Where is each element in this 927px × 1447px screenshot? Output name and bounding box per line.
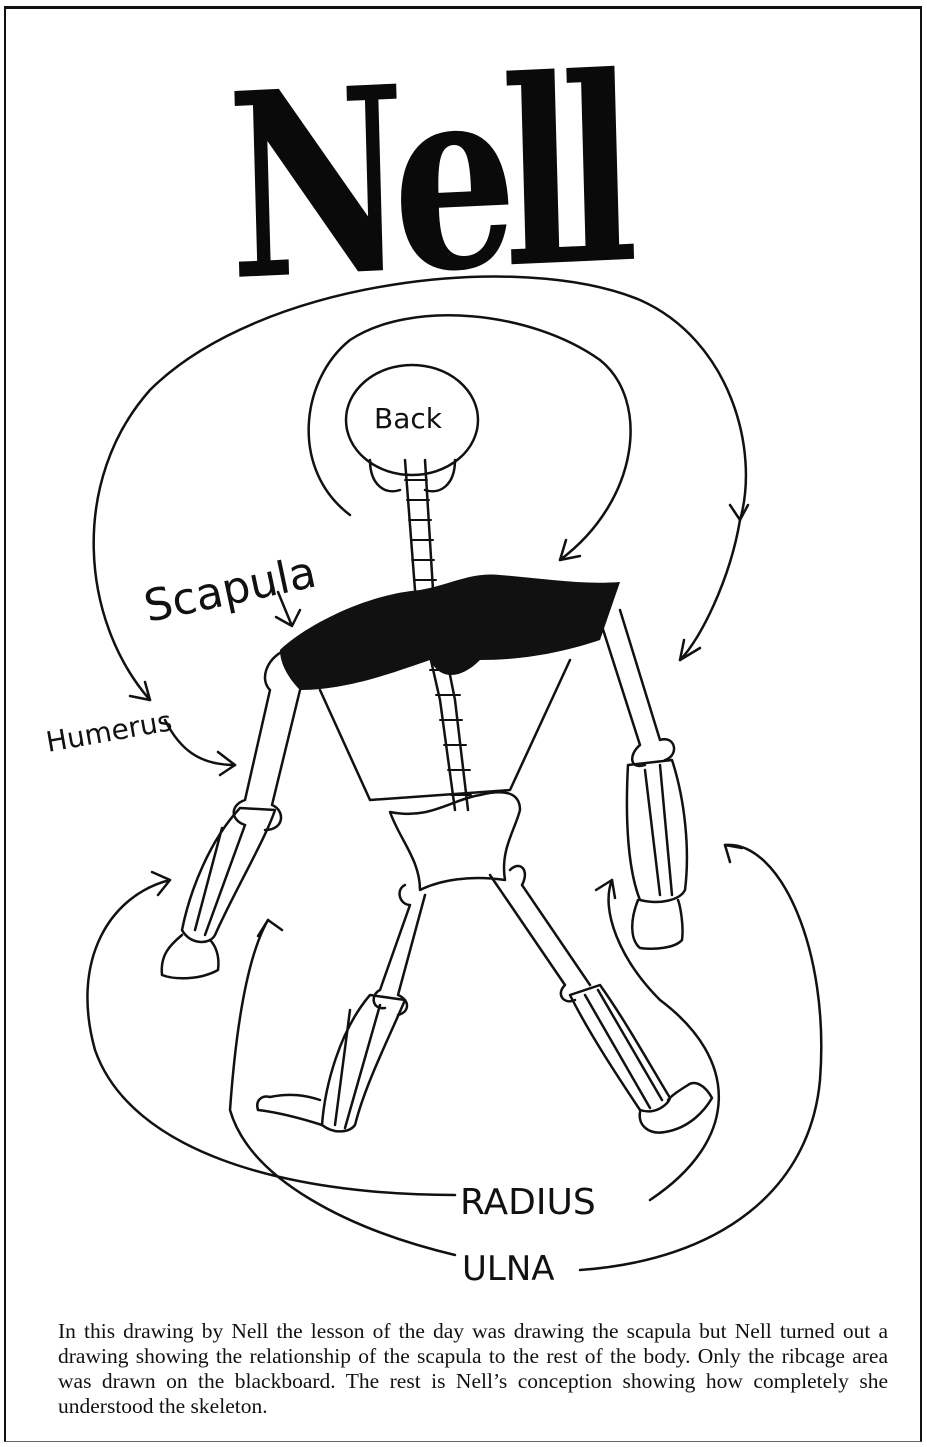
right-femur <box>490 866 590 1001</box>
scapula-arrow-inner <box>309 315 631 560</box>
radius-arrow-right <box>609 880 719 1200</box>
left-foot <box>257 1095 322 1125</box>
arrowhead <box>725 845 742 862</box>
left-forearm <box>182 808 275 942</box>
figure-caption: In this drawing by Nell the lesson of th… <box>58 1319 888 1419</box>
label-scapula: Scapula <box>140 547 321 633</box>
label-ulna: ULNA <box>462 1249 555 1289</box>
arrowhead <box>596 880 615 898</box>
right-forearm <box>627 760 687 902</box>
scapula-shaded <box>280 575 620 690</box>
left-hand <box>162 935 219 978</box>
ulna-arrow-right <box>580 845 821 1270</box>
label-radius: RADIUS <box>460 1182 596 1223</box>
ulna-arrow-left <box>230 920 455 1255</box>
right-shin <box>570 985 670 1111</box>
arrowhead <box>730 505 748 520</box>
right-hand <box>632 900 682 949</box>
label-humerus: Humerus <box>43 704 174 759</box>
label-back: Back <box>374 402 443 435</box>
radius-arrow-left <box>87 880 455 1195</box>
right-humerus <box>600 610 674 766</box>
left-shin <box>322 995 405 1131</box>
